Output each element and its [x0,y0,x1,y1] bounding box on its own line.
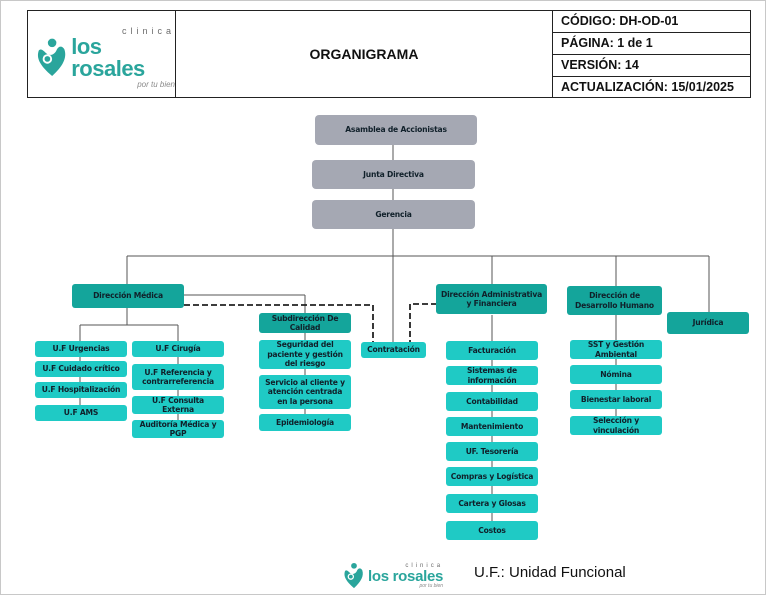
box-direccion-administrativa[interactable]: Dirección Administrativa y Financiera [436,284,547,314]
box-uf-cirugia[interactable]: U.F Cirugía [132,341,224,357]
clinic-logo: clinica los rosales por tu bien [36,27,175,89]
box-servicio-cliente[interactable]: Servicio al cliente y atención centrada … [259,375,351,409]
document-title: ORGANIGRAMA [176,11,553,97]
box-tesoreria[interactable]: UF. Tesorería [446,442,538,461]
box-compras-logistica[interactable]: Compras y Logística [446,467,538,486]
document-header: clinica los rosales por tu bien ORGANIGR… [27,10,751,98]
box-uf-cuidado-critico[interactable]: U.F Cuidado crítico [35,361,127,377]
box-juridica[interactable]: Jurídica [667,312,749,334]
meta-codigo: CÓDIGO: DH-OD-01 [553,11,750,33]
logo-clinica-text: clinica [121,26,175,36]
heart-figure-icon [37,38,66,77]
footer-logo-name-text: los rosales [368,568,444,585]
logo-cell: clinica los rosales por tu bien [28,11,176,97]
box-uf-ams[interactable]: U.F AMS [35,405,127,421]
box-epidemiologia[interactable]: Epidemiología [259,414,351,431]
box-asamblea[interactable]: Asamblea de Accionistas [315,115,477,145]
meta-pagina: PÁGINA: 1 de 1 [553,33,750,55]
box-seleccion-vinculacion[interactable]: Selección y vinculación [570,416,662,435]
dashed-connector-dmedica-contratacion [184,304,374,342]
box-seguridad-paciente[interactable]: Seguridad del paciente y gestión del rie… [259,340,351,369]
dashed-connector-dadmin-contratacion [409,303,437,342]
box-direccion-medica[interactable]: Dirección Médica [72,284,184,308]
box-contratacion[interactable]: Contratación [361,342,426,358]
box-sistemas-informacion[interactable]: Sistemas de información [446,366,538,385]
logo-name-text: los rosales [71,34,145,81]
meta-version: VERSIÓN: 14 [553,55,750,77]
document-meta: CÓDIGO: DH-OD-01 PÁGINA: 1 de 1 VERSIÓN:… [553,11,750,97]
footer-logo-clinica-text: clinica [405,563,444,569]
box-gerencia[interactable]: Gerencia [312,200,475,229]
box-auditoria-medica[interactable]: Auditoría Médica y PGP [132,420,224,438]
box-mantenimiento[interactable]: Mantenimiento [446,417,538,436]
box-bienestar-laboral[interactable]: Bienestar laboral [570,390,662,409]
box-sst-gestion-ambiental[interactable]: SST y Gestión Ambiental [570,340,662,359]
box-uf-referencia[interactable]: U.F Referencia y contrarreferencia [132,364,224,390]
meta-actualizacion: ACTUALIZACIÓN: 15/01/2025 [561,80,734,94]
box-facturacion[interactable]: Facturación [446,341,538,360]
box-contabilidad[interactable]: Contabilidad [446,392,538,411]
box-direccion-desarrollo-humano[interactable]: Dirección de Desarrollo Humano [567,286,662,315]
footer-logo: clinica los rosales por tu bien [343,562,443,590]
footer-logo-tagline-text: por tu bien [419,583,444,589]
box-uf-hospitalizacion[interactable]: U.F Hospitalización [35,382,127,398]
box-subdireccion-calidad[interactable]: Subdirección De Calidad [259,313,351,333]
legend-unidad-funcional: U.F.: Unidad Funcional [474,564,626,581]
box-uf-urgencias[interactable]: U.F Urgencias [35,341,127,357]
box-costos[interactable]: Costos [446,521,538,540]
box-uf-consulta-externa[interactable]: U.F Consulta Externa [132,396,224,414]
box-nomina[interactable]: Nómina [570,365,662,384]
box-junta-directiva[interactable]: Junta Directiva [312,160,475,189]
heart-figure-icon [344,562,363,589]
box-cartera-glosas[interactable]: Cartera y Glosas [446,494,538,513]
logo-tagline-text: por tu bien [137,80,175,89]
